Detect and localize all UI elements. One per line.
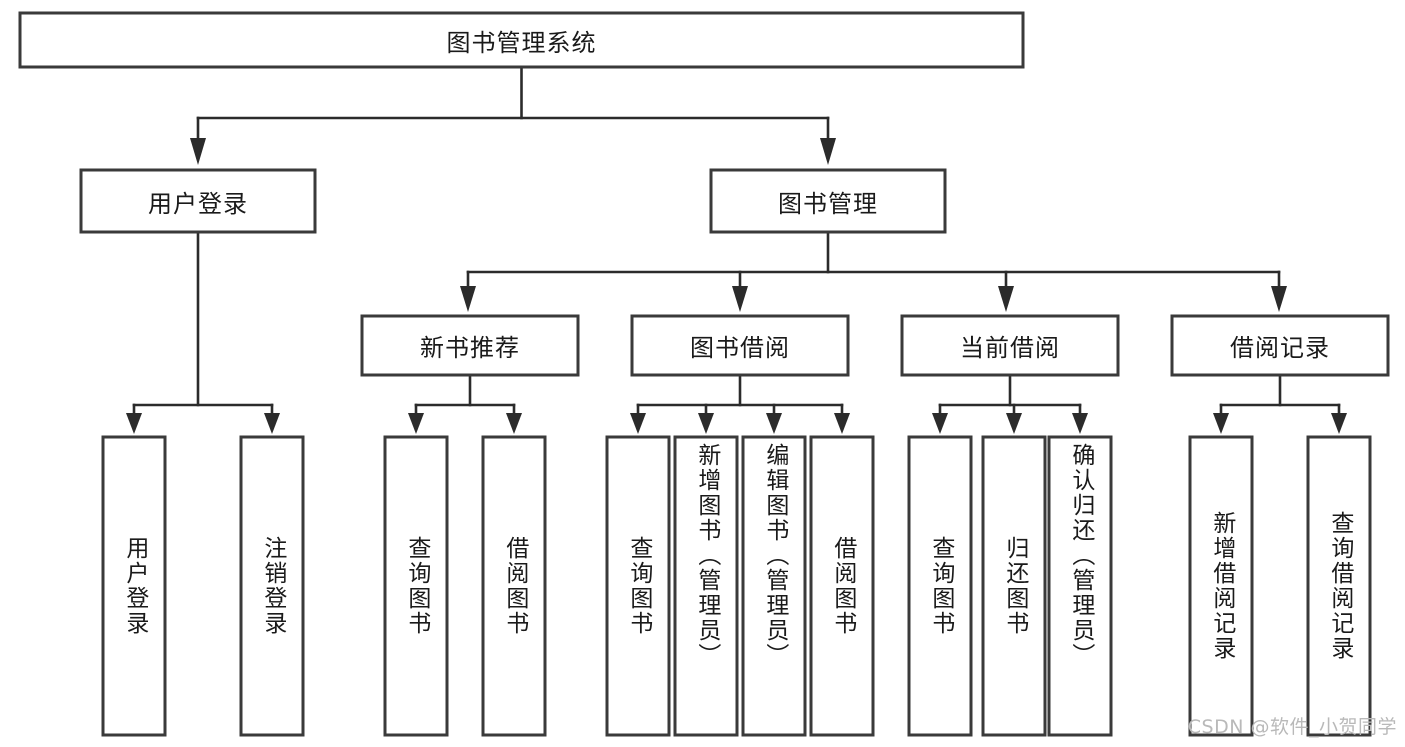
node-box-leaf-logout[interactable] (239, 435, 305, 737)
arrow-borrow-to-leaf2-icon (698, 413, 714, 434)
arrow-record-to-leaf1-icon (1213, 413, 1229, 434)
node-box-book-borrow[interactable] (630, 314, 850, 377)
arrow-newbook-to-leaf1-icon (408, 413, 424, 434)
node-box-new-book-recommend[interactable] (360, 314, 580, 377)
arrow-current-to-leaf3-icon (1072, 413, 1088, 434)
arrow-userlogin-to-leaf2-icon (264, 413, 280, 434)
arrow-bookmgmt-to-record-icon (1271, 286, 1287, 312)
arrow-newbook-to-leaf2-icon (506, 413, 522, 434)
connector-group-root (190, 65, 836, 165)
node-box-leaf-borrow-book-2[interactable] (809, 435, 875, 737)
node-box-leaf-edit-book[interactable] (741, 435, 807, 737)
arrow-bookmgmt-to-newbook-icon (460, 286, 476, 312)
arrow-current-to-leaf1-icon (932, 413, 948, 434)
node-box-book-management[interactable] (709, 168, 947, 234)
node-box-leaf-query-record[interactable] (1306, 435, 1372, 737)
node-box-user-login[interactable] (79, 168, 317, 234)
node-box-leaf-query-book-1[interactable] (383, 435, 449, 737)
arrow-current-to-leaf2-icon (1006, 413, 1022, 434)
arrow-borrow-to-leaf3-icon (766, 413, 782, 434)
arrow-root-to-bookmgmt-icon (820, 138, 836, 165)
arrow-bookmgmt-to-borrow-icon (732, 286, 748, 312)
node-box-leaf-add-record[interactable] (1188, 435, 1254, 737)
arrow-borrow-to-leaf4-icon (834, 413, 850, 434)
arrow-bookmgmt-to-current-icon (998, 286, 1014, 312)
node-box-borrow-record[interactable] (1170, 314, 1390, 377)
node-box-current-borrow[interactable] (900, 314, 1120, 377)
connector-group-newbook (408, 373, 522, 434)
node-box-leaf-user-login[interactable] (101, 435, 167, 737)
node-box-leaf-add-book[interactable] (673, 435, 739, 737)
connector-group-current (932, 373, 1088, 434)
arrow-borrow-to-leaf1-icon (630, 413, 646, 434)
connector-group-bookmgmt (460, 230, 1287, 312)
arrow-userlogin-to-leaf1-icon (126, 413, 142, 434)
connector-group-userlogin (126, 230, 280, 434)
arrow-root-to-userlogin-icon (190, 138, 206, 165)
node-box-leaf-query-book-2[interactable] (605, 435, 671, 737)
arrow-record-to-leaf2-icon (1331, 413, 1347, 434)
node-box-leaf-query-book-3[interactable] (907, 435, 973, 737)
node-box-leaf-borrow-book-1[interactable] (481, 435, 547, 737)
node-box-leaf-return-book[interactable] (981, 435, 1047, 737)
connector-group-record (1213, 373, 1347, 434)
connector-group-borrow (630, 373, 850, 434)
node-box-root[interactable] (18, 11, 1025, 69)
node-box-leaf-confirm-return[interactable] (1047, 435, 1113, 737)
